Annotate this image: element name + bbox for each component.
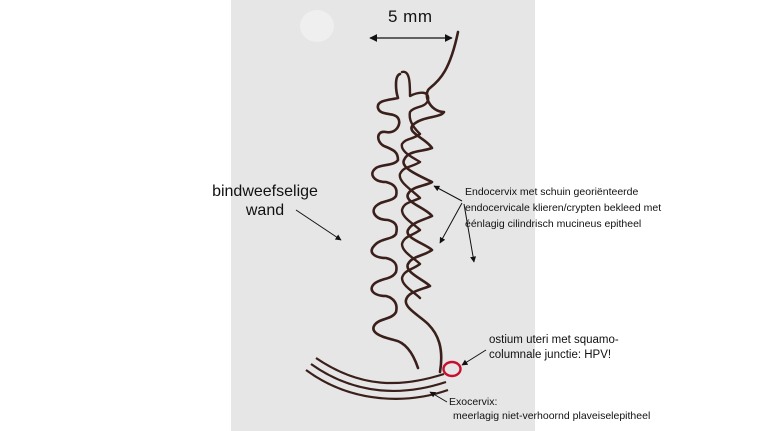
crypt-contour: [370, 72, 420, 370]
exocervix-title: Exocervix:: [449, 396, 498, 408]
ostium-arrow: [461, 349, 487, 366]
background-smudge: [300, 10, 334, 42]
squamocolumnar-junction-ring: [442, 360, 462, 378]
wall-arrow: [295, 209, 342, 241]
scale-bar-label: 5 mm: [388, 7, 433, 26]
endocervix-arrow-3: [463, 203, 477, 263]
endocervix-outline: [402, 30, 460, 374]
crypt-inner-contour: [398, 70, 430, 300]
exocervix-layer-1: [315, 357, 445, 385]
ostium-label: ostium uteri met squamo-columnale juncti…: [489, 334, 619, 361]
endocervix-arrow-2: [439, 202, 463, 244]
exocervix-layer-2: [310, 363, 447, 393]
exocervix-arrow: [429, 391, 448, 403]
diagram-background-panel: [231, 0, 535, 431]
wall-label: bindweefselige wand: [212, 183, 318, 219]
exocervix-description: meerlagig niet-verhoornd plaveiselepithe…: [453, 410, 651, 422]
endocervix-arrow-1: [433, 185, 463, 202]
endocervix-label: Endocervix met schuin georiënteerde endo…: [465, 186, 662, 230]
